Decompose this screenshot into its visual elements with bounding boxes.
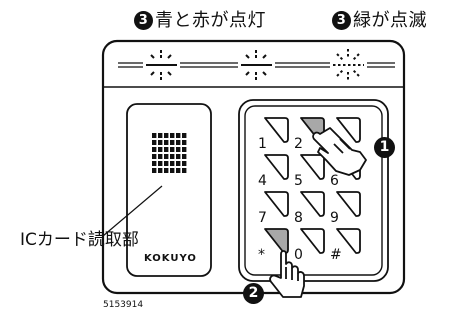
keypad-inner-frame (244, 105, 383, 276)
lamp-blue (146, 50, 177, 80)
step-1-marker: 1 (374, 137, 395, 158)
speaker-dot (182, 168, 187, 173)
speaker-dot (152, 161, 157, 166)
speaker-dot (182, 147, 187, 152)
speaker-dot (164, 133, 169, 138)
ic-card-reader-label: ICカード読取部 (20, 230, 139, 250)
speaker-dot (176, 133, 181, 138)
speaker-dot (152, 154, 157, 159)
lamp-bar (103, 62, 404, 88)
step-2-marker: 2 (243, 283, 264, 304)
key-8[interactable]: 8 (294, 191, 325, 226)
speaker-dot (176, 140, 181, 145)
key-0[interactable]: 0 (294, 228, 325, 263)
key-label: 1 (258, 136, 267, 152)
key-label: 5 (294, 173, 303, 189)
speaker-dot-grid (152, 133, 187, 173)
key-label: 9 (330, 210, 339, 226)
speaker-dot (170, 168, 175, 173)
speaker-dot (176, 161, 181, 166)
speaker-dot (182, 140, 187, 145)
key-face (336, 117, 361, 143)
speaker-dot (164, 147, 169, 152)
reader-leader-line (102, 185, 163, 237)
speaker-dot (176, 147, 181, 152)
key-label: 2 (294, 136, 303, 152)
speaker-dot (152, 168, 157, 173)
lamp-green (333, 49, 364, 81)
step-3-badge: 3 (134, 11, 153, 30)
step-3-badge: 3 (332, 11, 351, 30)
product-code: 5153914 (103, 300, 144, 310)
speaker-dot (152, 147, 157, 152)
speaker-dot (170, 154, 175, 159)
speaker-dot (182, 161, 187, 166)
key-label: 7 (258, 210, 267, 226)
key-face (264, 191, 289, 217)
speaker-dot (158, 168, 163, 173)
speaker-dot (170, 133, 175, 138)
key-4[interactable]: 4 (258, 154, 289, 189)
key-face (300, 191, 325, 217)
key-9[interactable]: 9 (330, 191, 361, 226)
status-text-green: 緑が点滅 (353, 10, 427, 31)
hand-icon-upper (312, 127, 367, 176)
key-face (300, 228, 325, 254)
speaker-dot (152, 140, 157, 145)
hand-icon-lower (269, 250, 305, 298)
speaker-dot (164, 168, 169, 173)
lamp-red (241, 50, 272, 80)
speaker-dot (158, 147, 163, 152)
key-label: 0 (294, 247, 303, 263)
ic-card-reader (126, 103, 212, 277)
speaker-dot (182, 133, 187, 138)
key-face (264, 117, 289, 143)
speaker-dot (164, 154, 169, 159)
key-label: 6 (330, 173, 339, 189)
key-face (336, 228, 361, 254)
key-1[interactable]: 1 (258, 117, 289, 152)
speaker-dot (176, 168, 181, 173)
speaker-dot (170, 140, 175, 145)
speaker-dot (158, 133, 163, 138)
key-7[interactable]: 7 (258, 191, 289, 226)
speaker-dot (176, 154, 181, 159)
speaker-dot (158, 154, 163, 159)
speaker-dot (152, 133, 157, 138)
key-face (264, 154, 289, 180)
brand-logo: KOKUYO (144, 253, 197, 264)
speaker-dot (182, 154, 187, 159)
speaker-dot (158, 140, 163, 145)
key-hash[interactable]: # (330, 228, 361, 263)
key-label: * (258, 247, 265, 263)
speaker-dot (164, 140, 169, 145)
status-text-blue-red: 青と赤が点灯 (155, 10, 266, 31)
key-label: 8 (294, 210, 303, 226)
speaker-dot (170, 147, 175, 152)
key-face (336, 191, 361, 217)
speaker-dot (158, 161, 163, 166)
key-label: 4 (258, 173, 267, 189)
key-label: # (330, 247, 342, 263)
speaker-dot (170, 161, 175, 166)
speaker-dot (164, 161, 169, 166)
